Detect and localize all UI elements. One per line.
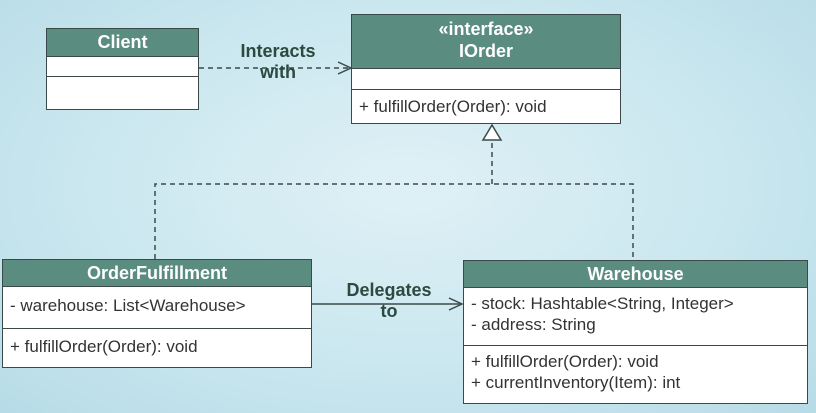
class-warehouse[interactable]: Warehouse - stock: Hashtable<String, Int… (463, 260, 808, 404)
delegates-to-arrowhead (448, 297, 464, 311)
class-order-fulfillment-name: OrderFulfillment (86, 263, 227, 283)
class-warehouse-methods: + fulfillOrder(Order): void + currentInv… (464, 346, 807, 395)
class-client-attributes (47, 57, 198, 77)
class-warehouse-attributes: - stock: Hashtable<String, Integer> - ad… (464, 288, 807, 346)
class-order-fulfillment-attributes: - warehouse: List<Warehouse> (3, 287, 311, 329)
attribute-item: - warehouse: List<Warehouse> (10, 296, 246, 315)
delegates-to-label-line2: to (380, 301, 398, 321)
interface-iorder-attributes (352, 69, 620, 90)
class-client-methods (47, 77, 198, 108)
interacts-with-label-line1: Interacts (240, 41, 316, 61)
class-client[interactable]: Client (46, 28, 199, 110)
attribute-item: - stock: Hashtable<String, Integer> (471, 294, 734, 313)
delegates-to-label: Delegates to (334, 280, 444, 322)
method-item: + currentInventory(Item): int (471, 373, 681, 392)
method-item: + fulfillOrder(Order): void (471, 352, 659, 371)
interacts-with-label: Interacts with (226, 41, 330, 83)
interface-stereotype: «interface» (438, 19, 534, 39)
delegates-to-label-line1: Delegates (346, 280, 432, 300)
interface-iorder-header: «interface» IOrder (352, 15, 620, 69)
class-warehouse-name: Warehouse (587, 264, 684, 284)
attribute-item: - address: String (471, 315, 596, 334)
realization-lines (154, 183, 634, 260)
interacts-with-label-line2: with (260, 62, 296, 82)
class-client-header: Client (47, 29, 198, 57)
interface-iorder[interactable]: «interface» IOrder + fulfillOrder(Order)… (351, 14, 621, 124)
interface-iorder-name: IOrder (458, 41, 514, 61)
class-client-name: Client (97, 32, 148, 52)
method-item: + fulfillOrder(Order): void (359, 97, 547, 116)
realization-triangle-icon (481, 123, 503, 141)
interface-iorder-methods: + fulfillOrder(Order): void (352, 90, 620, 119)
class-warehouse-header: Warehouse (464, 261, 807, 288)
class-order-fulfillment-methods: + fulfillOrder(Order): void (3, 329, 311, 359)
method-item: + fulfillOrder(Order): void (10, 337, 198, 356)
class-order-fulfillment[interactable]: OrderFulfillment - warehouse: List<Wareh… (2, 259, 312, 368)
class-order-fulfillment-header: OrderFulfillment (3, 260, 311, 287)
